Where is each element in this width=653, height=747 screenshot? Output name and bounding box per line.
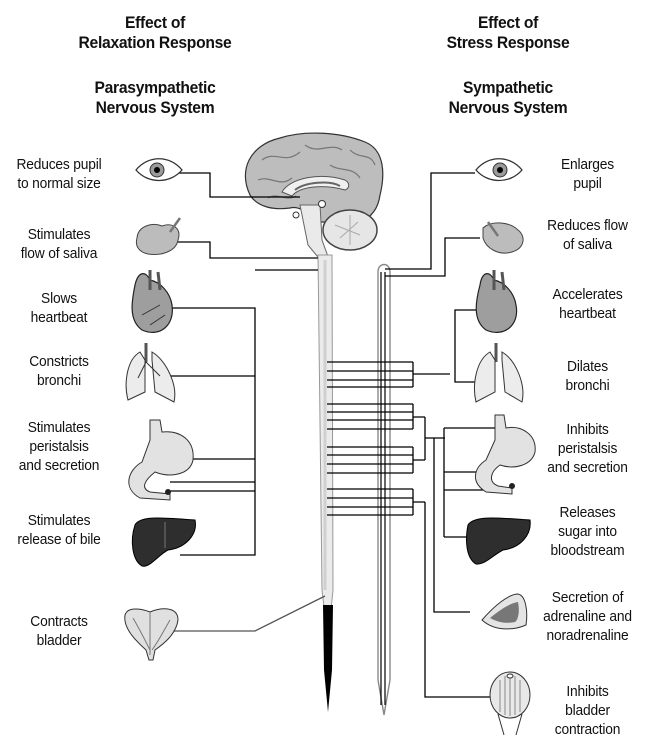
brain-icon bbox=[244, 132, 384, 263]
label-line: and secretion bbox=[547, 459, 628, 476]
label-line: Constricts bbox=[29, 353, 89, 370]
stomach-icon bbox=[475, 414, 536, 495]
sympathetic-chain bbox=[377, 263, 391, 716]
label-line: Dilates bbox=[567, 358, 608, 375]
left-title-line2: Relaxation Response bbox=[78, 33, 232, 52]
right-system-line2: Nervous System bbox=[448, 98, 568, 117]
label-line: peristalsis bbox=[29, 438, 89, 455]
right-effect-title: Effect of Stress Response bbox=[402, 13, 614, 53]
symp-label-adrenal: Secretion of adrenaline and noradrenalin… bbox=[530, 588, 645, 645]
liver-icon bbox=[466, 517, 531, 565]
para-label-saliva: Stimulates flow of saliva bbox=[5, 225, 114, 263]
adrenal-gland-icon bbox=[481, 593, 528, 630]
label-line: peristalsis bbox=[557, 440, 618, 457]
lungs-icon bbox=[474, 343, 524, 403]
left-system-line1: Parasympathetic bbox=[94, 78, 216, 97]
label-line: Reduces pupil bbox=[16, 156, 102, 173]
label-line: heartbeat bbox=[559, 305, 616, 322]
symp-label-bladder: Inhibits bladder contraction bbox=[530, 682, 645, 739]
label-line: bladder bbox=[565, 702, 610, 719]
label-line: Inhibits bbox=[566, 683, 609, 700]
label-line: flow of saliva bbox=[20, 245, 98, 262]
para-label-liver: Stimulates release of bile bbox=[5, 511, 114, 549]
label-line: release of bile bbox=[17, 531, 101, 548]
label-line: Accelerates bbox=[552, 286, 623, 303]
label-line: to normal size bbox=[17, 175, 101, 192]
right-title-line2: Stress Response bbox=[446, 33, 570, 52]
symp-label-saliva: Reduces flow of saliva bbox=[530, 216, 645, 254]
label-line: Releases bbox=[559, 504, 616, 521]
left-title-line1: Effect of bbox=[124, 13, 186, 32]
bladder-icon bbox=[489, 671, 531, 736]
label-line: Secretion of bbox=[551, 589, 624, 606]
para-label-stomach: Stimulates peristalsis and secretion bbox=[5, 418, 114, 475]
label-line: and secretion bbox=[18, 457, 100, 474]
label-line: Contracts bbox=[30, 613, 88, 630]
bladder-icon bbox=[124, 608, 179, 661]
right-system-title: Sympathetic Nervous System bbox=[402, 78, 614, 118]
label-line: Reduces flow bbox=[547, 217, 628, 234]
ganglia-connectors bbox=[327, 361, 498, 698]
label-line: pupil bbox=[573, 175, 602, 192]
eye-icon bbox=[135, 158, 183, 182]
label-line: bloodstream bbox=[550, 542, 625, 559]
para-label-lungs: Constricts bronchi bbox=[5, 352, 114, 390]
symp-label-stomach: Inhibits peristalsis and secretion bbox=[530, 420, 645, 477]
label-line: bronchi bbox=[565, 377, 610, 394]
label-line: noradrenaline bbox=[546, 627, 629, 644]
para-label-eye: Reduces pupil to normal size bbox=[5, 155, 114, 193]
label-line: bladder bbox=[36, 632, 82, 649]
label-line: Stimulates bbox=[27, 226, 91, 243]
liver-icon bbox=[131, 517, 196, 567]
para-label-heart: Slows heartbeat bbox=[5, 289, 114, 327]
salivary-gland-icon bbox=[482, 221, 524, 254]
label-line: contraction bbox=[554, 721, 621, 738]
label-line: Stimulates bbox=[27, 512, 91, 529]
left-effect-title: Effect of Relaxation Response bbox=[49, 13, 261, 53]
stomach-icon bbox=[128, 419, 194, 501]
symp-label-heart: Accelerates heartbeat bbox=[530, 285, 645, 323]
para-label-bladder: Contracts bladder bbox=[5, 612, 114, 650]
eye-icon bbox=[475, 158, 523, 182]
symp-label-liver: Releases sugar into bloodstream bbox=[530, 503, 645, 560]
label-line: Slows bbox=[41, 290, 77, 307]
heart-icon bbox=[475, 270, 518, 333]
salivary-gland-icon bbox=[135, 217, 182, 255]
label-line: Enlarges bbox=[560, 156, 614, 173]
symp-label-lungs: Dilates bronchi bbox=[530, 357, 645, 395]
parasympathetic-connectors bbox=[155, 172, 326, 632]
label-line: adrenaline and bbox=[543, 608, 632, 625]
label-line: of saliva bbox=[563, 236, 612, 253]
spinal-cord-parasympathetic bbox=[317, 254, 334, 712]
lungs-icon bbox=[125, 343, 176, 403]
label-line: Inhibits bbox=[566, 421, 609, 438]
left-system-line2: Nervous System bbox=[95, 98, 215, 117]
heart-icon bbox=[131, 270, 173, 333]
left-system-title: Parasympathetic Nervous System bbox=[49, 78, 261, 118]
right-title-line1: Effect of bbox=[477, 13, 539, 32]
symp-label-eye: Enlarges pupil bbox=[530, 155, 645, 193]
label-line: Stimulates bbox=[27, 419, 91, 436]
sympathetic-connectors bbox=[385, 172, 490, 383]
label-line: heartbeat bbox=[30, 309, 88, 326]
label-line: bronchi bbox=[37, 372, 81, 389]
label-line: sugar into bbox=[558, 523, 617, 540]
right-system-line1: Sympathetic bbox=[463, 78, 553, 97]
